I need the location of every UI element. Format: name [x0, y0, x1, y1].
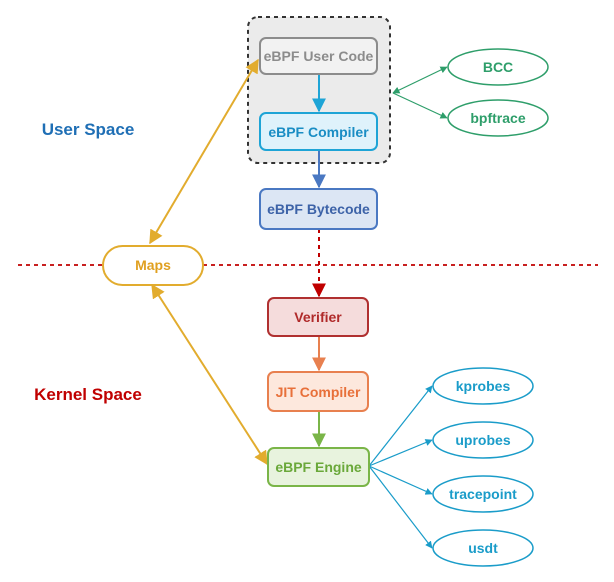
node-maps-label: Maps: [135, 257, 171, 273]
node-maps: Maps: [102, 245, 204, 286]
node-compiler-label: eBPF Compiler: [268, 124, 369, 140]
node-verifier-label: Verifier: [294, 309, 342, 325]
node-jit-compiler: JIT Compiler: [267, 371, 369, 412]
arrow-group-to-bcc: [392, 66, 448, 94]
probe-uprobes-label: uprobes: [455, 432, 510, 448]
kernel-space-label: Kernel Space: [34, 385, 142, 404]
probe-tracepoint-label: tracepoint: [449, 486, 517, 502]
node-user-code: eBPF User Code: [259, 37, 378, 75]
arrow-engine-to-uprobes: [368, 439, 433, 467]
node-engine: eBPF Engine: [267, 447, 370, 487]
arrow-engine-to-kprobes: [368, 385, 433, 467]
node-verifier: Verifier: [267, 297, 369, 337]
user-space-label: User Space: [42, 120, 135, 139]
arrow-engine-to-usdt: [368, 465, 433, 549]
probe-usdt: usdt: [432, 529, 534, 567]
probe-usdt-label: usdt: [468, 540, 498, 556]
arrow-engine-to-tracepoint: [368, 465, 433, 495]
node-compiler: eBPF Compiler: [259, 112, 378, 151]
node-user-code-label: eBPF User Code: [264, 48, 374, 64]
node-jit-compiler-label: JIT Compiler: [276, 384, 361, 400]
arrow-group-to-bpftrace: [392, 92, 448, 119]
node-bytecode: eBPF Bytecode: [259, 188, 378, 230]
probe-tracepoint: tracepoint: [432, 475, 534, 513]
probe-uprobes: uprobes: [432, 421, 534, 459]
probe-kprobes-label: kprobes: [456, 378, 511, 394]
probe-kprobes: kprobes: [432, 367, 534, 405]
arrow-maps-engine: [151, 283, 268, 466]
arrow-maps-usercode: [149, 58, 259, 245]
node-bytecode-label: eBPF Bytecode: [267, 201, 370, 217]
tool-bpftrace-label: bpftrace: [470, 110, 525, 126]
tool-bcc: BCC: [447, 48, 549, 86]
tool-bcc-label: BCC: [483, 59, 513, 75]
node-engine-label: eBPF Engine: [275, 459, 362, 475]
tool-bpftrace: bpftrace: [447, 99, 549, 137]
